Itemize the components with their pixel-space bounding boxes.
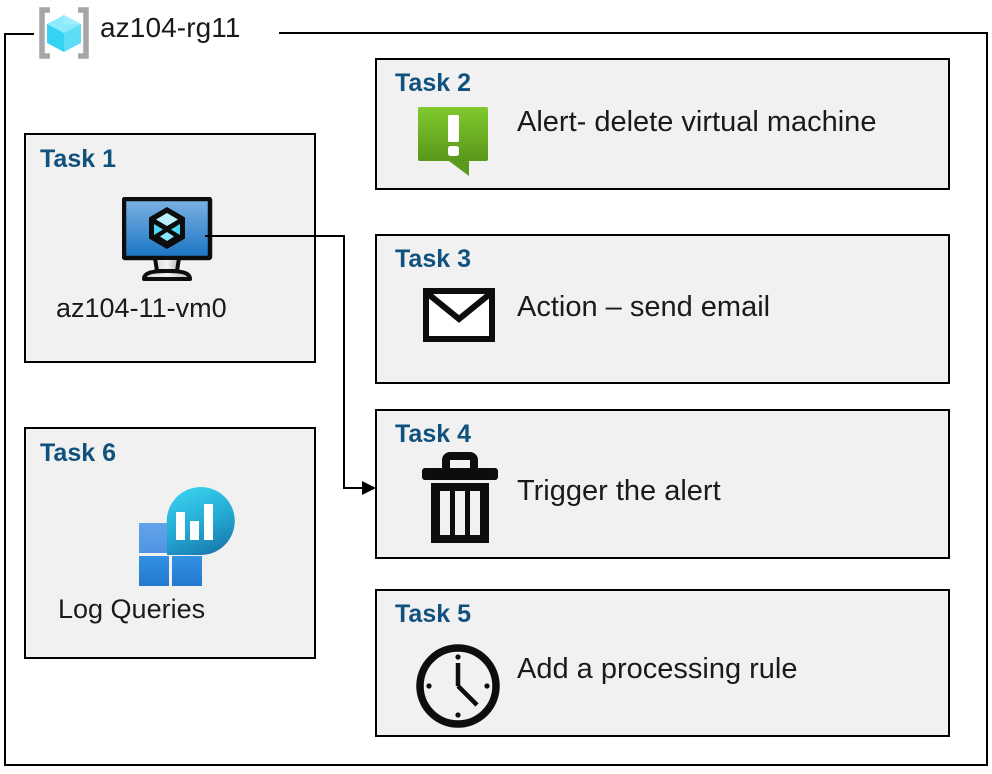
resource-group-cube-icon [36, 6, 92, 60]
task-label: Task 1 [40, 145, 116, 173]
task-label: Task 3 [395, 245, 471, 273]
task-text: Action – send email [517, 291, 771, 323]
resource-group-border-bottom [4, 764, 988, 766]
connector-arrowhead-icon [362, 481, 376, 495]
task-text: Trigger the alert [517, 475, 721, 507]
task-text: az104-11-vm0 [56, 293, 227, 323]
log-analytics-icon [129, 479, 239, 587]
task-text: Log Queries [58, 594, 206, 624]
task-text: Alert- delete virtual machine [517, 106, 877, 138]
connector-segment-horizontal-bottom [343, 487, 373, 489]
connector-segment-horizontal-top [205, 235, 345, 237]
task-box-task5[interactable]: Task 5 Add a processing rule [375, 589, 950, 737]
task-label: Task 6 [40, 439, 116, 467]
resource-group-border-left [4, 33, 6, 766]
alert-bubble-icon [417, 106, 495, 178]
task-box-task4[interactable]: Task 4 Trigger the alert [375, 409, 950, 559]
task-box-task2[interactable]: Task 2 Alert- delete virtual machine [375, 58, 950, 190]
resource-group-border-top-left-stub [4, 33, 34, 35]
task-label: Task 5 [395, 600, 471, 628]
virtual-machine-icon [121, 196, 214, 283]
task-box-task1[interactable]: Task 1 [24, 133, 316, 363]
resource-group-label: az104-rg11 [100, 12, 241, 43]
resource-group-border-right [986, 33, 988, 766]
task-text: Add a processing rule [517, 653, 798, 685]
trash-can-icon [419, 449, 501, 549]
envelope-icon [423, 288, 495, 342]
task-label: Task 2 [395, 69, 471, 97]
task-box-task3[interactable]: Task 3 Action – send email [375, 234, 950, 384]
task-box-task6[interactable]: Task 6 [24, 427, 316, 659]
resource-group-border-top-right [279, 32, 988, 34]
connector-segment-vertical [343, 235, 345, 488]
task-label: Task 4 [395, 420, 471, 448]
clock-icon [413, 641, 503, 731]
